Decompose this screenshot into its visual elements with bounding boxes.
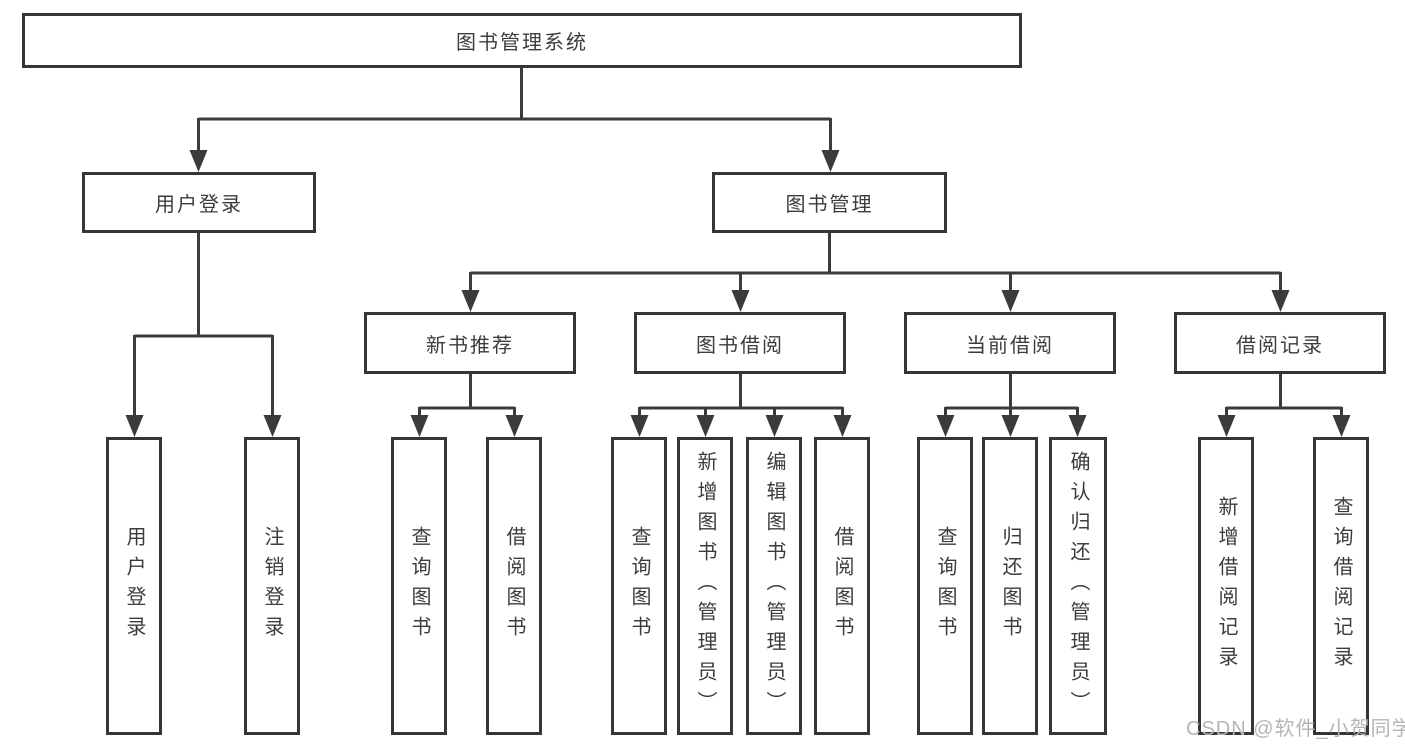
leaf-bb-add-books-admin: 新增图书（管理员） — [677, 437, 733, 735]
leaf-nbr-borrow-books: 借阅图书 — [486, 437, 542, 735]
leaf-user-login: 用户登录 — [106, 437, 162, 735]
connector-borrowing-records-to-children — [1217, 374, 1351, 437]
connector-line — [470, 233, 1281, 275]
connector-line — [134, 233, 273, 338]
connector-line — [639, 374, 843, 410]
node-current-borrowing: 当前借阅 — [904, 312, 1116, 374]
leaf-bb-query-books: 查询图书 — [611, 437, 667, 735]
leaf-bb-edit-books-admin: 编辑图书（管理员） — [746, 437, 802, 735]
connector-line — [1226, 374, 1342, 410]
connector-current-borrowing-to-children — [936, 374, 1087, 437]
leaf-br-add-record: 新增借阅记录 — [1198, 437, 1254, 735]
leaf-nbr-query-books: 查询图书 — [391, 437, 447, 735]
leaf-cb-confirm-return-admin: 确认归还（管理员） — [1049, 437, 1107, 735]
connector-user-login-to-children — [125, 233, 282, 437]
node-new-book-recommend: 新书推荐 — [364, 312, 576, 374]
connector-new-book-recommend-to-children — [410, 374, 524, 437]
node-book-management: 图书管理 — [712, 172, 947, 233]
connector-root-to-level2 — [189, 68, 840, 172]
connector-line — [198, 68, 831, 121]
leaf-cb-return-books: 归还图书 — [982, 437, 1038, 735]
node-book-borrowing: 图书借阅 — [634, 312, 846, 374]
connector-book-management-to-level3 — [461, 233, 1290, 312]
leaf-logout: 注销登录 — [244, 437, 300, 735]
leaf-cb-query-books: 查询图书 — [917, 437, 973, 735]
node-user-login: 用户登录 — [82, 172, 316, 233]
node-borrowing-records: 借阅记录 — [1174, 312, 1386, 374]
leaf-br-query-record: 查询借阅记录 — [1313, 437, 1369, 735]
leaf-bb-borrow-books: 借阅图书 — [814, 437, 870, 735]
csdn-watermark: CSDN @软件_小贺同学 — [1186, 718, 1405, 740]
node-library-system: 图书管理系统 — [22, 13, 1022, 68]
connector-line — [945, 374, 1078, 410]
connector-book-borrowing-to-children — [630, 374, 852, 437]
connector-line — [419, 374, 515, 410]
